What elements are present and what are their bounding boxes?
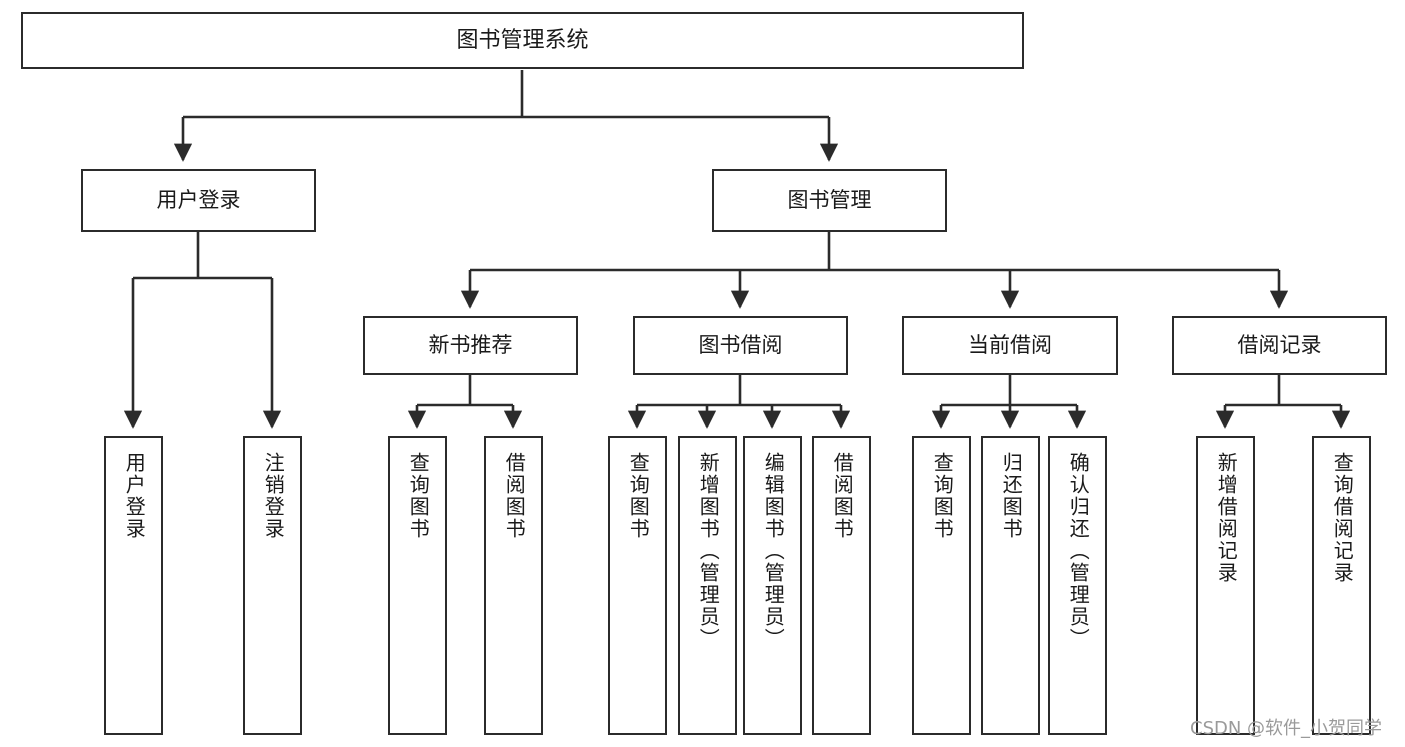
leaf-confirm-return-admin[interactable]: 确认归还（管理员） [1048,436,1107,735]
leaf-query-book-recommend[interactable]: 查询图书 [388,436,447,735]
node-label: 注销登录 [261,452,286,540]
node-label: 查询图书 [930,452,955,540]
node-label: 图书管理 [787,188,872,213]
node-current-borrow[interactable]: 当前借阅 [902,316,1118,375]
node-user-login[interactable]: 用户登录 [81,169,316,232]
node-label: 归还图书 [999,452,1024,540]
csdn-watermark: CSDN @软件_小贺同学 [1190,718,1383,739]
node-label: 确认归还（管理员） [1066,452,1091,650]
leaf-query-book-current[interactable]: 查询图书 [912,436,971,735]
node-new-book-recommend[interactable]: 新书推荐 [363,316,578,375]
leaf-return-book[interactable]: 归还图书 [981,436,1040,735]
node-label: 借阅图书 [830,452,855,540]
node-root-book-management-system[interactable]: 图书管理系统 [21,12,1024,69]
leaf-borrow-book[interactable]: 借阅图书 [812,436,871,735]
node-book-management[interactable]: 图书管理 [712,169,947,232]
leaf-add-book-admin[interactable]: 新增图书（管理员） [678,436,737,735]
node-book-borrow[interactable]: 图书借阅 [633,316,848,375]
node-label: 新增借阅记录 [1214,452,1239,584]
leaf-edit-book-admin[interactable]: 编辑图书（管理员） [743,436,802,735]
leaf-borrow-book-recommend[interactable]: 借阅图书 [484,436,543,735]
node-label: 当前借阅 [968,333,1052,358]
leaf-query-borrow-record[interactable]: 查询借阅记录 [1312,436,1371,735]
node-label: 编辑图书（管理员） [761,452,786,650]
node-label: 查询借阅记录 [1330,452,1355,584]
leaf-query-book-borrow[interactable]: 查询图书 [608,436,667,735]
node-label: 用户登录 [156,188,241,213]
node-label: 查询图书 [626,452,651,540]
node-label: 新书推荐 [428,333,513,358]
node-label: 借阅图书 [502,452,527,540]
node-label: 新增图书（管理员） [696,452,721,650]
node-label: 用户登录 [122,452,147,540]
leaf-user-logout[interactable]: 注销登录 [243,436,302,735]
leaf-add-borrow-record[interactable]: 新增借阅记录 [1196,436,1255,735]
node-label: 借阅记录 [1237,333,1322,358]
node-borrow-record[interactable]: 借阅记录 [1172,316,1387,375]
leaf-user-login[interactable]: 用户登录 [104,436,163,735]
node-label: 图书借阅 [698,333,783,358]
node-label: 查询图书 [406,452,431,540]
node-label: 图书管理系统 [456,27,589,53]
